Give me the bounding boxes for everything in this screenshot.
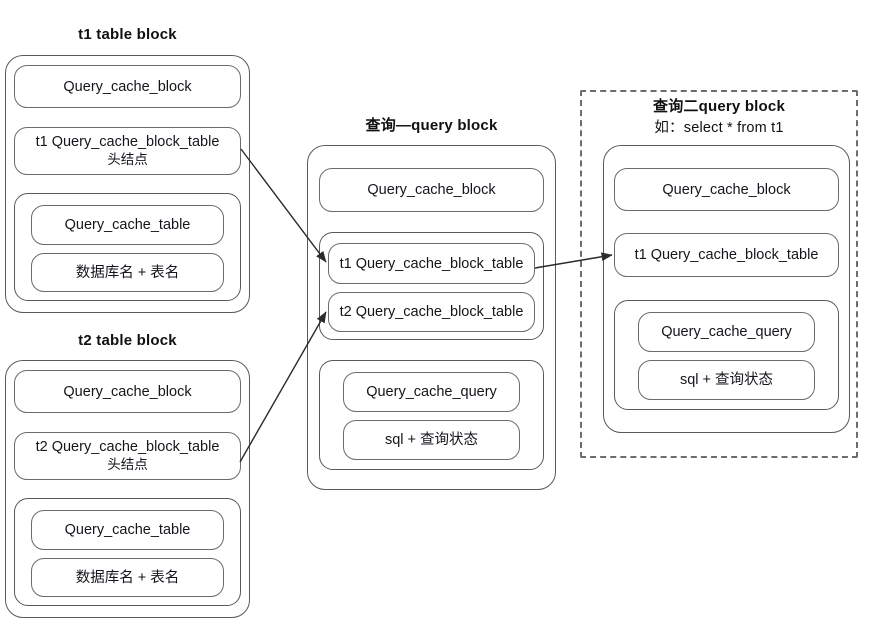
- t1-head-node[interactable]: t1 Query_cache_block_table 头结点: [14, 127, 241, 175]
- t1-head-node-line1: t1 Query_cache_block_table: [35, 134, 220, 150]
- query1-t1-entry[interactable]: t1 Query_cache_block_table: [328, 243, 535, 284]
- query2-block-title-line2: 如：select * from t1: [654, 120, 784, 136]
- t2-query-cache-block[interactable]: Query_cache_block: [14, 370, 241, 413]
- query2-t1-entry[interactable]: t1 Query_cache_block_table: [614, 233, 839, 277]
- t2-head-node-line2: 头结点: [107, 457, 148, 472]
- t1-query-cache-table[interactable]: Query_cache_table: [31, 205, 224, 245]
- t1-query-cache-block[interactable]: Query_cache_block: [14, 65, 241, 108]
- t2-table-block-title: t2 table block: [78, 332, 177, 349]
- t2-query-cache-table[interactable]: Query_cache_table: [31, 510, 224, 550]
- query2-sql-status[interactable]: sql + 查询状态: [638, 360, 815, 400]
- query2-block-title-line1: 查询二query block: [653, 98, 785, 115]
- t2-head-node-line1: t2 Query_cache_block_table: [35, 439, 220, 455]
- query1-query-cache-query[interactable]: Query_cache_query: [343, 372, 520, 412]
- t1-head-node-line2: 头结点: [107, 152, 148, 167]
- query2-block-dashed-boundary: [580, 90, 858, 458]
- query1-sql-status[interactable]: sql + 查询状态: [343, 420, 520, 460]
- t2-head-node[interactable]: t2 Query_cache_block_table 头结点: [14, 432, 241, 480]
- query1-t2-entry[interactable]: t2 Query_cache_block_table: [328, 292, 535, 332]
- query1-block-title: 查询—query block: [365, 117, 498, 134]
- query2-query-cache-query[interactable]: Query_cache_query: [638, 312, 815, 352]
- t1-db-table-name[interactable]: 数据库名 + 表名: [31, 253, 224, 292]
- t1-table-block-title: t1 table block: [78, 26, 177, 43]
- query2-query-cache-block[interactable]: Query_cache_block: [614, 168, 839, 211]
- t2-db-table-name[interactable]: 数据库名 + 表名: [31, 558, 224, 597]
- query1-query-cache-block[interactable]: Query_cache_block: [319, 168, 544, 212]
